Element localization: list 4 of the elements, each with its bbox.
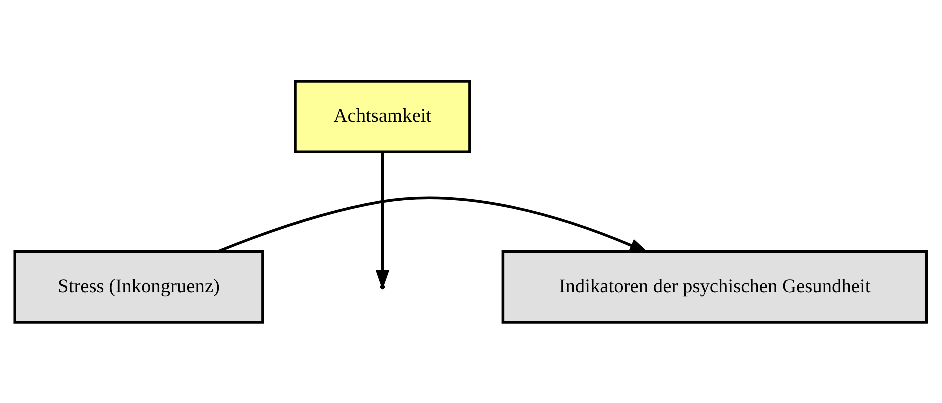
node-box: Achtsamkeit — [294, 80, 472, 154]
node-box: Indikatoren der psychischen Gesundheit — [502, 250, 928, 324]
arrow — [217, 196, 650, 253]
node-box: Stress (Inkongruenz) — [14, 250, 264, 324]
